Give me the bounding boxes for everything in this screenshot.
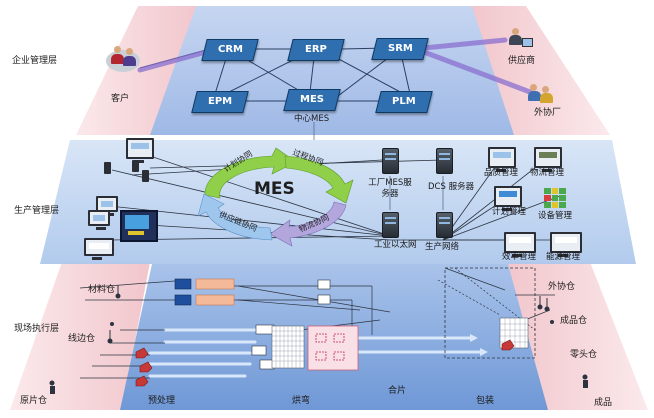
external-links — [137, 37, 533, 95]
system-mes: MES — [283, 89, 341, 111]
label-bending: 烘弯 — [292, 396, 311, 406]
system-epm: EPM — [191, 91, 249, 113]
terminal-monitor-icon-4 — [84, 238, 114, 260]
quality-monitor-icon — [488, 147, 516, 172]
label-packaging: 包装 — [476, 396, 495, 406]
layer-label-production: 生产管理层 — [14, 206, 60, 216]
handheld-terminal-icon — [104, 162, 111, 174]
left-band-bottom — [10, 262, 150, 410]
customer-label: 客户 — [111, 94, 130, 104]
system-crm: CRM — [201, 39, 259, 61]
partner-label: 外协厂 — [534, 108, 562, 118]
label-pretreatment: 预处理 — [148, 396, 176, 406]
energy-monitor-icon — [550, 232, 582, 257]
laminate-table — [307, 325, 359, 371]
system-srm: SRM — [371, 38, 429, 60]
workers — [49, 320, 588, 394]
module-energy: 能源管理 — [546, 252, 581, 262]
label-odd-lot-warehouse: 零头仓 — [570, 350, 598, 360]
dcs-server-icon — [436, 148, 453, 174]
factory-mes-server-label: 工厂MES服务器 — [368, 178, 412, 199]
customer-people-icon — [106, 44, 140, 78]
material-bins — [174, 278, 331, 370]
terminal-monitor-icon-1 — [126, 138, 154, 163]
supplier-person-icon — [506, 28, 533, 52]
right-band-bottom — [505, 262, 648, 410]
layer-drop-lines — [313, 122, 444, 210]
label-finished-warehouse: 成品仓 — [560, 316, 588, 326]
dcs-server-label: DCS 服务器 — [428, 182, 475, 192]
module-quality: 品质管理 — [484, 168, 519, 178]
label-line-side-warehouse: 线边仓 — [68, 334, 96, 344]
tablet-icon-2 — [142, 170, 149, 182]
label-outsource-warehouse: 外协仓 — [548, 282, 576, 292]
system-erp: ERP — [287, 39, 345, 61]
partner-people-icon — [528, 84, 556, 108]
planning-monitor-icon — [494, 186, 522, 211]
label-sheet-warehouse: 原片仓 — [20, 396, 48, 406]
label-laminating: 合片 — [388, 386, 407, 396]
layer-label-enterprise: 企业管理层 — [12, 56, 58, 66]
ethernet-server-icon — [382, 212, 399, 238]
network-label: 生产网络 — [425, 242, 460, 252]
label-material-warehouse: 材料仓 — [88, 285, 116, 295]
control-workstation-icon — [120, 210, 158, 242]
module-equipment: 设备管理 — [538, 211, 573, 221]
layer-label-field: 现场执行层 — [14, 324, 60, 334]
tablet-icon-1 — [132, 160, 139, 172]
terminal-monitor-icon-3 — [88, 210, 110, 230]
logistics-monitor-icon — [534, 147, 562, 172]
field-flow-lines — [79, 267, 555, 379]
network-server-icon — [436, 212, 453, 238]
efficiency-monitor-icon — [504, 232, 536, 257]
robots — [135, 339, 515, 387]
system-plm: PLM — [375, 91, 433, 113]
packing-zone-frame — [444, 267, 536, 359]
supplier-label: 供应商 — [508, 56, 536, 66]
center-mes-label: 中心MES — [294, 114, 330, 124]
production-layer-plane — [40, 140, 636, 264]
warehouse-markers — [107, 285, 550, 344]
module-efficiency: 效率管理 — [502, 252, 537, 262]
mes-cycle-title: MES — [254, 179, 295, 199]
equipment-grid-icon — [544, 188, 566, 208]
label-finished-product: 成品 — [594, 398, 613, 408]
module-planning: 计划管理 — [492, 207, 527, 217]
oven-grid — [271, 325, 305, 369]
mes-cycle — [197, 147, 354, 247]
module-logistics: 物流管理 — [530, 168, 565, 178]
factory-mes-server-icon — [382, 148, 399, 174]
ethernet-label: 工业以太网 — [374, 240, 417, 250]
